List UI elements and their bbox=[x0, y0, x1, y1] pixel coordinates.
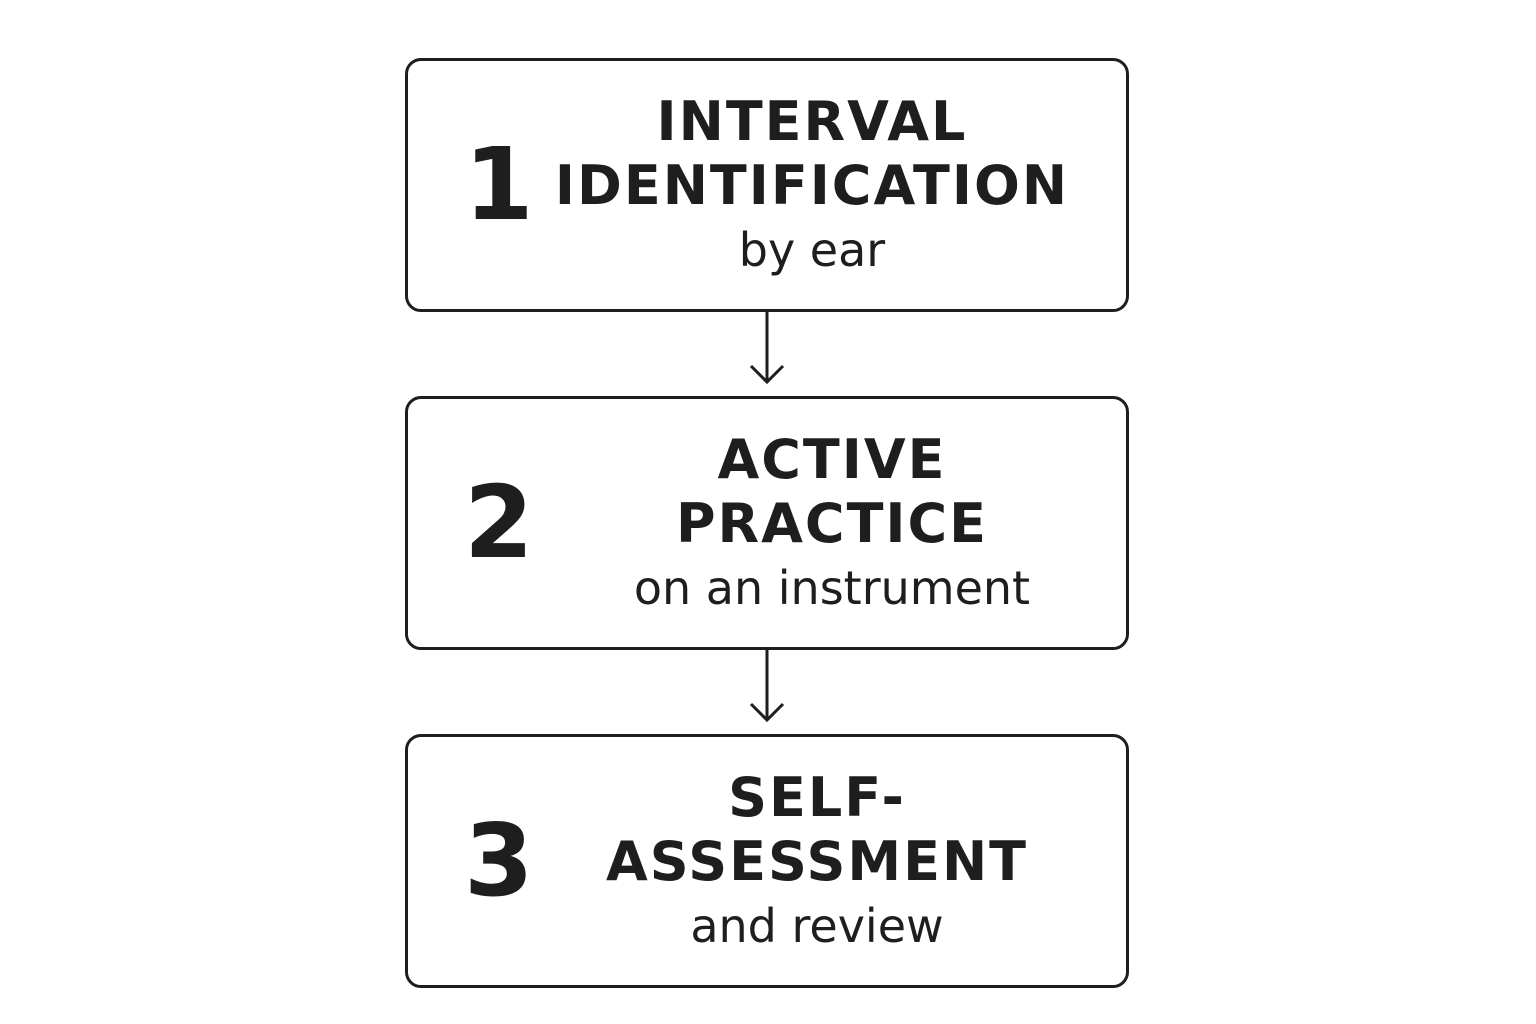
step-2-box: 2 ACTIVE PRACTICE on an instrument bbox=[405, 396, 1129, 650]
step-2-title-line-2: PRACTICE bbox=[675, 492, 989, 555]
arrow-down-icon bbox=[749, 650, 785, 723]
step-3-title-line-1: SELF- bbox=[728, 766, 906, 829]
step-3-subtitle: and review bbox=[690, 899, 944, 953]
step-2-text: ACTIVE PRACTICE on an instrument bbox=[558, 399, 1106, 647]
step-1-title-line-1: INTERVAL bbox=[656, 90, 968, 153]
step-3-text: SELF- ASSESSMENT and review bbox=[528, 737, 1106, 985]
step-2-number: 2 bbox=[464, 464, 534, 581]
step-2-title-line-1: ACTIVE bbox=[717, 428, 947, 491]
step-1-text: INTERVAL IDENTIFICATION by ear bbox=[518, 61, 1106, 309]
step-1-subtitle: by ear bbox=[738, 223, 886, 277]
step-1-title-line-2: IDENTIFICATION bbox=[554, 154, 1070, 217]
step-3-number: 3 bbox=[464, 802, 534, 919]
arrow-down-icon bbox=[749, 312, 785, 385]
step-1-number: 1 bbox=[464, 126, 534, 243]
step-3-title-line-2: ASSESSMENT bbox=[605, 830, 1029, 893]
step-3-box: 3 SELF- ASSESSMENT and review bbox=[405, 734, 1129, 988]
step-1-box: 1 INTERVAL IDENTIFICATION by ear bbox=[405, 58, 1129, 312]
step-2-subtitle: on an instrument bbox=[633, 561, 1031, 615]
